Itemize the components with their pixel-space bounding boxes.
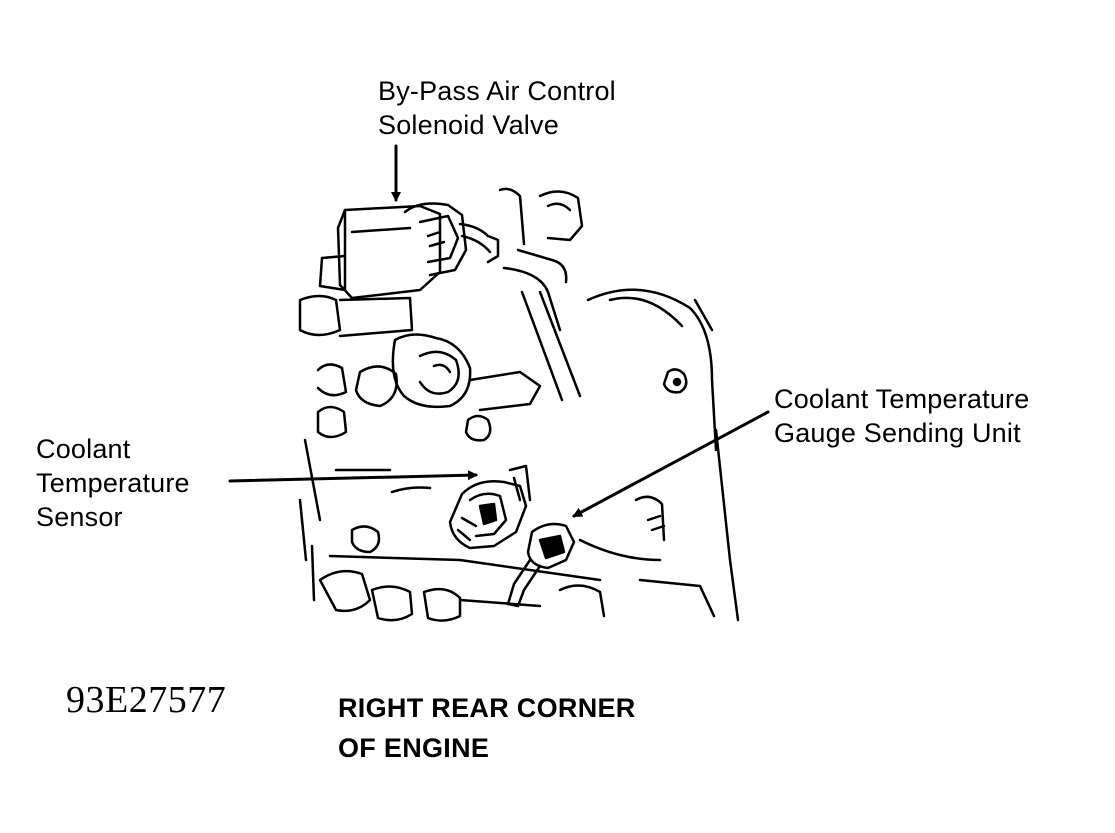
coolant-sensor-label-line3: Sensor: [36, 502, 123, 532]
engine-block-drawing: [310, 468, 716, 622]
gauge-unit-arrow: [572, 410, 770, 518]
gauge-unit-label-line1: Coolant Temperature: [774, 384, 1030, 414]
hose-drawing: [502, 248, 740, 622]
bypass-valve-label-line2: Solenoid Valve: [378, 110, 559, 140]
bypass-valve-label-line1: By-Pass Air Control: [378, 76, 616, 106]
figure-caption: RIGHT REAR CORNER OF ENGINE: [338, 688, 636, 768]
caption-line1: RIGHT REAR CORNER: [338, 693, 636, 723]
gauge-sending-unit-drawing: [506, 495, 666, 608]
coolant-sensor-label-line1: Coolant: [36, 434, 131, 464]
coolant-sensor-drawing: [390, 464, 532, 550]
figure-id: 93E27577: [66, 679, 227, 721]
coolant-sensor-arrow: [228, 470, 478, 483]
bypass-solenoid-valve-drawing: [318, 187, 584, 300]
caption-line2: OF ENGINE: [338, 733, 490, 763]
gauge-unit-label-line2: Gauge Sending Unit: [774, 418, 1021, 448]
coolant-sensor-label-line2: Temperature: [36, 468, 190, 498]
throttle-body-drawing: [298, 294, 542, 562]
